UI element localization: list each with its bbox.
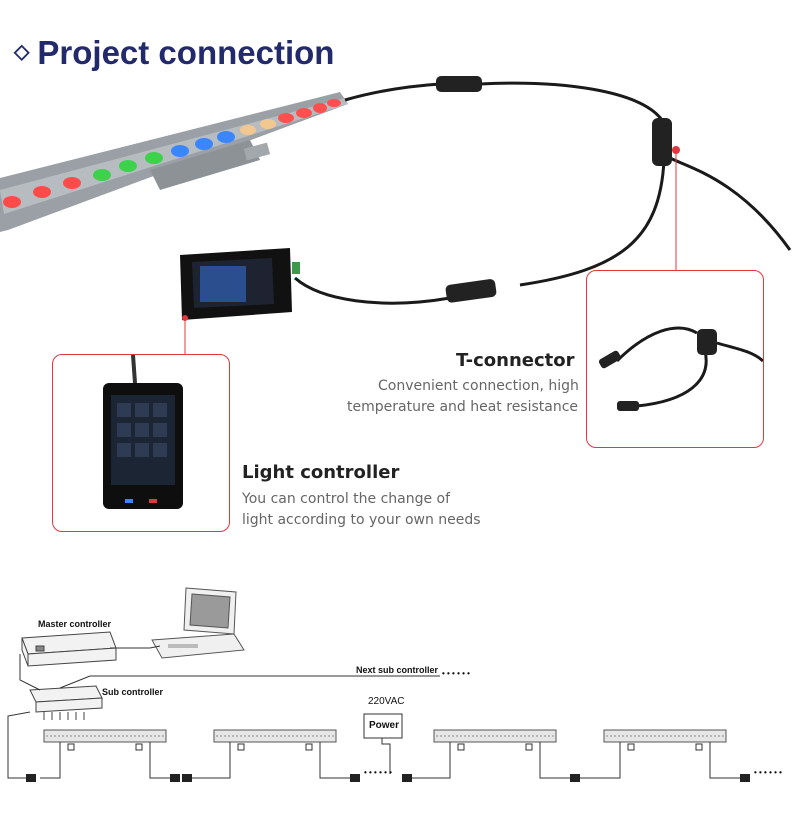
master-controller-icon	[21, 631, 117, 667]
t-connector-icon	[598, 326, 763, 411]
continuation-dots-1: • • • • • •	[442, 669, 470, 678]
bar-units	[40, 729, 740, 779]
diagram-plugs	[26, 774, 750, 782]
led-lights	[3, 99, 341, 208]
next-sub-controller-label: Next sub controller	[356, 665, 439, 675]
t-connector-title: T-connector	[456, 350, 575, 371]
laptop-icon	[151, 587, 245, 659]
voltage-label: 220VAC	[368, 696, 405, 707]
diamond-bullet-icon: ◇	[14, 40, 30, 63]
light-controller-desc-1: You can control the change of	[242, 491, 451, 507]
t-connector-inset	[586, 270, 764, 448]
page-title: ◇ Project connection	[14, 34, 334, 72]
bar-unit-3	[410, 729, 570, 779]
master-controller-label: Master controller	[38, 619, 112, 629]
power-box	[363, 713, 403, 739]
cables	[294, 81, 792, 305]
bar-unit-4	[580, 729, 740, 779]
light-controller-device	[180, 248, 300, 321]
connectors	[436, 76, 680, 303]
bar-unit-1	[40, 729, 170, 779]
bar-unit-2	[190, 729, 350, 779]
continuation-dots-2: • • • • • •	[364, 768, 392, 777]
power-label: Power	[369, 720, 400, 731]
continuation-dots-3: • • • • • •	[754, 768, 782, 777]
controller-photo-icon	[103, 355, 183, 509]
title-text: Project connection	[37, 34, 335, 71]
light-controller-title: Light controller	[242, 462, 400, 483]
t-connector-desc-1: Convenient connection, high	[378, 378, 579, 394]
t-connector-desc-2: temperature and heat resistance	[347, 399, 579, 415]
light-controller-inset	[52, 354, 230, 532]
sub-controller-icon	[29, 685, 103, 720]
sub-controller-label: Sub controller	[102, 687, 164, 697]
light-controller-desc-2: light according to your own needs	[242, 512, 481, 528]
led-wall-washer-bar	[0, 92, 348, 232]
